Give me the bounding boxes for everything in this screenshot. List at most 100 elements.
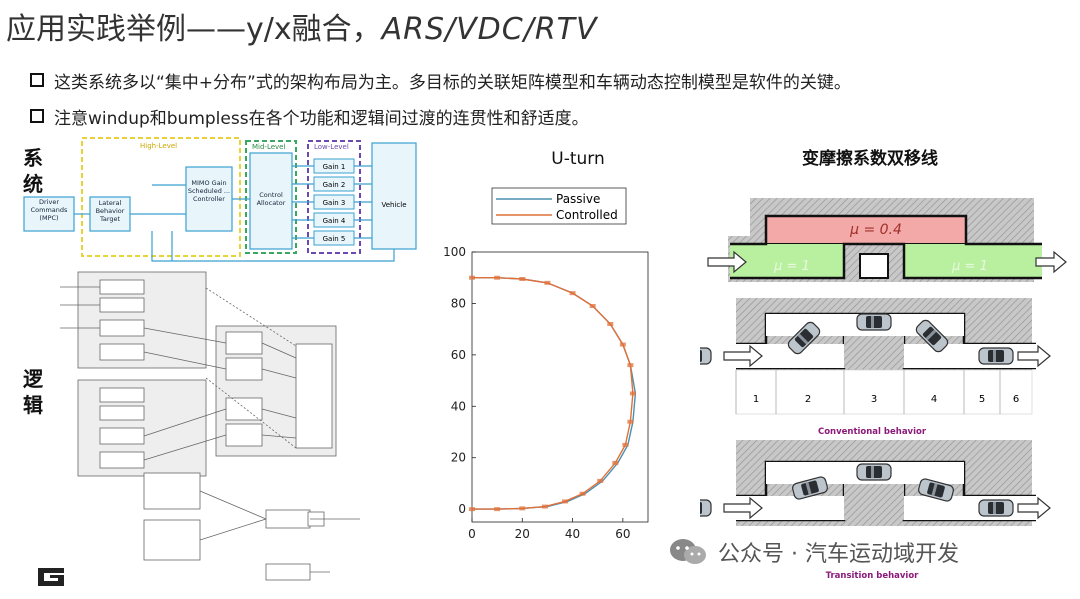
system-diagram: High-Level Mid-Level Low-Level Driver Co… bbox=[23, 137, 417, 262]
gain-label: Gain 5 bbox=[323, 235, 346, 243]
mu-high-label: μ = 0.4 bbox=[849, 222, 902, 238]
car-icon bbox=[978, 347, 1014, 365]
y-tick-label: 20 bbox=[451, 451, 466, 465]
mimo-controller-label: MIMO Gain Scheduled ... Controller bbox=[187, 179, 231, 203]
mu-low-label-left: μ = 1 bbox=[773, 259, 810, 274]
legend-box bbox=[491, 187, 627, 225]
lateral-target-label: Lateral Behavior Target bbox=[95, 199, 125, 223]
watermark-text: 公众号 · 汽车运动域开发 bbox=[718, 542, 959, 567]
car-icon bbox=[700, 347, 712, 365]
bullet-text: 注意windup和bumpless在各个功能和逻辑间过渡的连贯性和舒适度。 bbox=[54, 108, 589, 129]
section-label: 5 bbox=[979, 394, 985, 405]
watermark: 公众号 · 汽车运动域开发 bbox=[668, 536, 959, 568]
wechat-icon bbox=[670, 539, 706, 564]
allocator-block bbox=[249, 152, 293, 250]
vehicle-marker bbox=[569, 291, 576, 296]
low-level-label: Low-Level bbox=[314, 143, 349, 151]
x-tick-label: 20 bbox=[515, 527, 530, 541]
vehicle-marker bbox=[519, 277, 526, 281]
arrow-in-icon bbox=[707, 250, 747, 274]
legend-label-controlled: Controlled bbox=[556, 208, 618, 222]
gain-label: Gain 1 bbox=[323, 163, 346, 171]
arrow-out-icon bbox=[1017, 496, 1051, 520]
vehicle-marker bbox=[627, 419, 634, 424]
logic-diagram bbox=[60, 271, 360, 581]
conventional-label: Conventional behavior bbox=[818, 427, 927, 437]
company-logo-icon bbox=[38, 568, 64, 586]
title-en: ARS/VDC/RTV bbox=[381, 12, 598, 47]
section-label: 2 bbox=[805, 394, 811, 405]
vehicle-block bbox=[371, 142, 417, 250]
arrow-out-icon bbox=[1017, 344, 1051, 368]
gain-blocks: Gain 1 Gain 2 Gain 3 Gain 4 Gain 5 bbox=[313, 158, 355, 246]
section-label: 3 bbox=[871, 394, 877, 405]
transition-panel: Transition behavior bbox=[700, 440, 1051, 581]
vehicle-marker bbox=[607, 322, 614, 326]
y-tick-label: 60 bbox=[451, 348, 466, 362]
allocator-label: Control Allocator bbox=[256, 191, 286, 207]
vehicle-marker bbox=[629, 391, 636, 396]
y-tick-label: 0 bbox=[458, 502, 466, 516]
legend-label-passive: Passive bbox=[556, 192, 600, 206]
friction-road-panel: μ = 0.4 μ = 1 μ = 1 bbox=[707, 198, 1067, 282]
arrow-in-icon bbox=[723, 496, 763, 520]
vehicle-marker bbox=[579, 491, 586, 496]
gain-label: Gain 2 bbox=[323, 181, 346, 189]
car-icon bbox=[856, 313, 892, 331]
vehicle-marker bbox=[494, 275, 501, 280]
title-cn: 应用实践举例——y/x融合， bbox=[6, 12, 382, 47]
arrow-out-icon bbox=[1035, 250, 1067, 274]
slide-title: 应用实践举例——y/x融合，ARS/VDC/RTV bbox=[6, 4, 598, 48]
vehicle-marker bbox=[597, 478, 604, 483]
section-label: 6 bbox=[1013, 394, 1019, 405]
vehicle-marker bbox=[544, 280, 551, 285]
vehicle-marker bbox=[562, 499, 569, 504]
vehicle-marker bbox=[619, 342, 626, 347]
y-tick-label: 100 bbox=[443, 245, 466, 259]
checkbox-square-icon bbox=[30, 73, 44, 87]
plot-frame bbox=[471, 251, 649, 523]
vehicle-marker bbox=[541, 504, 548, 509]
conventional-panel: 1 2 3 4 5 6 Conventional behavior bbox=[700, 298, 1051, 437]
car-icon bbox=[700, 499, 712, 517]
vehicle-label: Vehicle bbox=[381, 201, 406, 209]
bullet-list: 这类系统多以“集中+分布”式的架构布局为主。多目标的关联矩阵模型和车辆动态控制模… bbox=[30, 62, 851, 134]
vehicle-marker bbox=[627, 363, 634, 368]
signal-lines bbox=[74, 165, 395, 262]
x-tick-label: 40 bbox=[565, 527, 580, 541]
car-icon bbox=[978, 499, 1014, 517]
bullet-item: 这类系统多以“集中+分布”式的架构布局为主。多目标的关联矩阵模型和车辆动态控制模… bbox=[30, 62, 851, 98]
series-line-controlled bbox=[472, 276, 634, 510]
vehicle-marker bbox=[589, 304, 596, 308]
arrow-in-icon bbox=[723, 344, 763, 368]
vehicle-marker bbox=[612, 460, 619, 465]
vehicle-marker bbox=[519, 506, 526, 511]
lateral-target-block bbox=[89, 196, 131, 232]
x-tick-label: 0 bbox=[468, 527, 476, 541]
gain-label: Gain 4 bbox=[323, 217, 346, 225]
lane-change-title: 变摩擦系数双移线 bbox=[802, 149, 938, 169]
low-level-frame bbox=[307, 140, 361, 254]
mimo-controller-block bbox=[185, 166, 233, 232]
label-logic: 逻辑 bbox=[23, 367, 43, 417]
high-level-frame bbox=[81, 137, 241, 257]
driver-commands-label: Driver Commands (MPC) bbox=[30, 198, 68, 222]
y-tick-label: 40 bbox=[451, 399, 466, 413]
section-label: 1 bbox=[753, 394, 759, 405]
mu-low-label-right: μ = 1 bbox=[951, 259, 988, 274]
mid-level-label: Mid-Level bbox=[252, 143, 285, 151]
high-level-label: High-Level bbox=[140, 142, 177, 150]
vehicle-marker bbox=[469, 507, 475, 512]
vehicle-marker bbox=[469, 275, 475, 280]
vehicle-marker bbox=[622, 442, 629, 447]
section-label: 4 bbox=[931, 394, 937, 405]
transition-label: Transition behavior bbox=[826, 571, 920, 581]
vehicle-marker bbox=[494, 507, 501, 512]
mid-level-frame bbox=[245, 140, 297, 254]
bullet-text: 这类系统多以“集中+分布”式的架构布局为主。多目标的关联矩阵模型和车辆动态控制模… bbox=[54, 72, 851, 93]
chart-legend: Passive Controlled bbox=[491, 187, 627, 225]
lane-change-diagram: μ = 0.4 μ = 1 μ = 1 1 2 3 4 5 6 Conven bbox=[700, 198, 1067, 581]
y-tick-label: 80 bbox=[451, 296, 466, 310]
